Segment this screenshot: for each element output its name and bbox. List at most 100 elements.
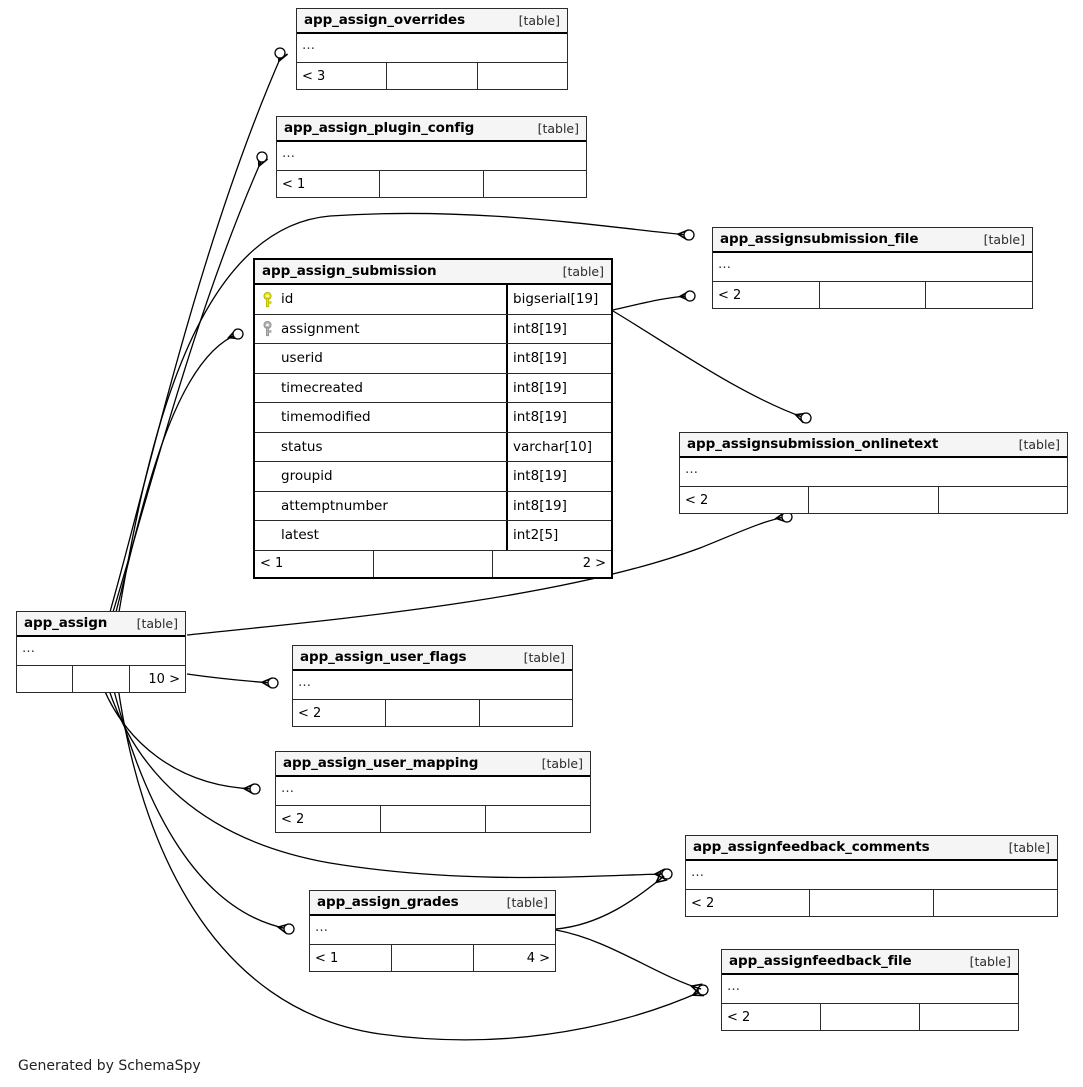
footer-right [478, 63, 567, 89]
column-row: assignment int8[19] [255, 314, 611, 344]
table-title: app_assign [24, 615, 108, 631]
table-app-assign-overrides[interactable]: app_assign_overrides [table] … < 3 [296, 8, 568, 90]
columns-ellipsis: … [17, 637, 185, 666]
table-type-tag: [table] [541, 755, 583, 771]
footer-left: < 2 [276, 806, 381, 832]
footer-right: 2 > [582, 556, 606, 571]
columns-ellipsis: … [297, 34, 567, 63]
footer-mid [380, 171, 484, 197]
table-app-assign-user-flags[interactable]: app_assign_user_flags [table] … < 2 [292, 645, 573, 727]
column-type-label: int8[19] [513, 320, 567, 337]
primary-key-icon [261, 291, 274, 307]
column-type-label: int2[5] [513, 527, 559, 544]
table-app-assignsubmission-file[interactable]: app_assignsubmission_file [table] … < 2 [712, 227, 1033, 309]
footer-left: < 2 [293, 700, 387, 726]
columns-ellipsis: … [686, 861, 1057, 890]
column-row: attemptnumber int8[19] [255, 491, 611, 521]
footer-mid [374, 550, 493, 577]
table-footer: < 2 [722, 1004, 1018, 1030]
footer-mid [820, 282, 927, 308]
table-app-assign-plugin-config[interactable]: app_assign_plugin_config [table] … < 1 [276, 116, 587, 198]
column-type-label: varchar[10] [513, 438, 593, 455]
columns-ellipsis: … [713, 253, 1032, 282]
column-name-label: attemptnumber [281, 497, 388, 514]
column-name-label: assignment [281, 320, 360, 337]
table-app-assign-user-mapping[interactable]: app_assign_user_mapping [table] … < 2 [275, 751, 591, 833]
table-app-assign-grades[interactable]: app_assign_grades [table] … < 1 4 > [309, 890, 556, 972]
footer-mid [809, 487, 939, 513]
footer-left [17, 666, 74, 692]
footer-mid [387, 63, 478, 89]
footer-right [939, 487, 1067, 513]
table-app-assign[interactable]: app_assign [table] … 10 > [16, 611, 186, 693]
table-type-tag: [table] [969, 953, 1011, 969]
table-title: app_assignfeedback_file [729, 953, 912, 969]
footer-right [484, 171, 586, 197]
table-footer: < 2 [276, 806, 590, 832]
column-name-label: status [281, 438, 323, 455]
column-name-label: id [281, 291, 294, 308]
table-type-tag: [table] [136, 615, 178, 631]
table-type-tag: [table] [506, 894, 548, 910]
table-type-tag: [table] [562, 263, 604, 279]
footer-left: < 2 [713, 282, 820, 308]
footer-right [920, 1004, 1018, 1030]
column-name-cell: timemodified [255, 403, 508, 432]
table-header: app_assign_user_mapping [table] [276, 752, 590, 777]
footer-left: < 3 [297, 63, 388, 89]
table-title: app_assign_user_mapping [283, 755, 479, 771]
table-app-assignfeedback-comments[interactable]: app_assignfeedback_comments [table] … < … [685, 835, 1058, 917]
columns-ellipsis: … [310, 916, 555, 945]
footer-left: < 2 [680, 487, 810, 513]
table-type-tag: [table] [1008, 839, 1050, 855]
column-row: latest int2[5] [255, 521, 611, 551]
footer-mid [810, 890, 934, 916]
table-app-assignsubmission-onlinetext[interactable]: app_assignsubmission_onlinetext [table] … [679, 432, 1068, 514]
table-app-assignfeedback-file[interactable]: app_assignfeedback_file [table] … < 2 [721, 949, 1019, 1031]
column-name-cell: status [255, 432, 508, 461]
table-title: app_assign_grades [317, 894, 459, 910]
column-row: status varchar[10] [255, 432, 611, 462]
columns-ellipsis: … [276, 777, 590, 806]
column-name-cell: groupid [255, 462, 508, 491]
footer-left: < 1 [310, 945, 392, 971]
table-footer: < 3 [297, 63, 567, 89]
table-title: app_assign_plugin_config [284, 120, 475, 136]
column-name-label: latest [281, 527, 319, 544]
table-footer: < 2 [680, 487, 1067, 513]
column-name-label: timecreated [281, 379, 363, 396]
footer-mid [392, 945, 474, 971]
column-type-label: int8[19] [513, 497, 567, 514]
footer-right [934, 890, 1057, 916]
footer-left: < 1 [255, 550, 374, 577]
column-name-cell: userid [255, 344, 508, 373]
column-name-label: timemodified [281, 409, 371, 426]
columns-ellipsis: … [293, 671, 572, 700]
table-type-tag: [table] [983, 231, 1025, 247]
columns-ellipsis: … [722, 975, 1018, 1004]
columns-ellipsis: … [277, 142, 586, 171]
table-footer: < 2 [686, 890, 1057, 916]
table-header: app_assign [table] [17, 612, 185, 637]
footer-right [486, 806, 590, 832]
table-footer: < 2 [293, 700, 572, 726]
table-header: app_assign_user_flags [table] [293, 646, 572, 671]
table-header: app_assign_submission [table] [255, 260, 611, 285]
table-title: app_assignsubmission_onlinetext [687, 436, 939, 452]
table-title: app_assignfeedback_comments [693, 839, 930, 855]
table-header: app_assign_grades [table] [310, 891, 555, 916]
table-footer: < 1 4 > [310, 945, 555, 971]
table-title: app_assign_overrides [304, 12, 466, 28]
footer-left: < 1 [277, 171, 381, 197]
column-name-cell: attemptnumber [255, 491, 508, 520]
generated-by-label: Generated by SchemaSpy [18, 1058, 201, 1074]
footer-right [480, 700, 572, 726]
foreign-key-icon [261, 321, 274, 337]
table-footer: < 2 [713, 282, 1032, 308]
